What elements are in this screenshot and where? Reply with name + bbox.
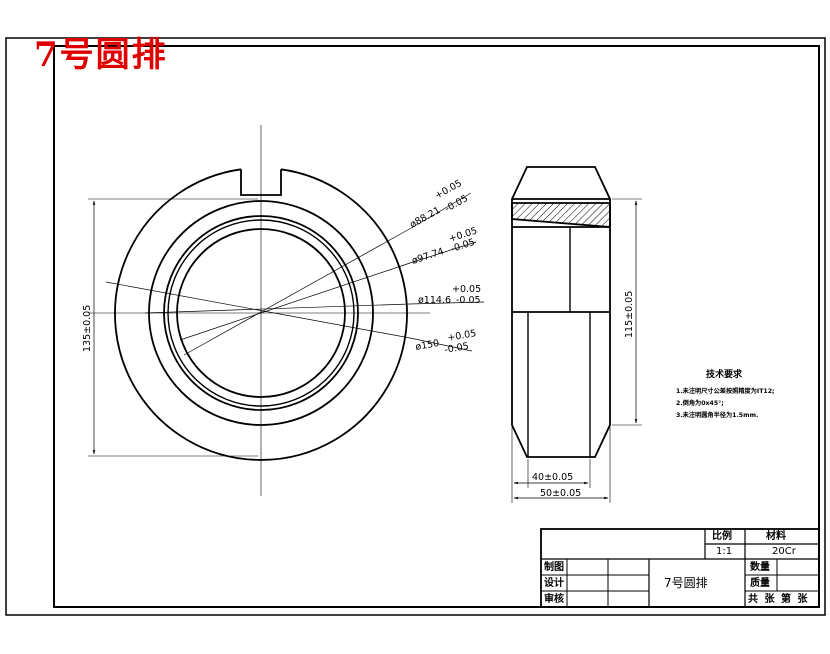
- leader-ø97.74: [179, 262, 411, 341]
- sheets-label: 共 张 第 张: [748, 594, 808, 605]
- part-name: 7号圆排: [664, 576, 708, 590]
- dim-ø97.74: ø97.74: [411, 246, 446, 267]
- leader-ø150-ext: [409, 337, 473, 352]
- material-label: 材料: [766, 531, 786, 542]
- drawn-label: 制图: [544, 562, 564, 573]
- weight-label: 质量: [750, 578, 770, 589]
- dim-width-40: 40±0.05: [532, 472, 573, 483]
- tech-requirements-title: 技术要求: [706, 370, 743, 380]
- leader-ø114.6-ext: [409, 301, 485, 305]
- circle-ø97.74: [163, 215, 359, 411]
- leader-ø114.6: [144, 303, 411, 314]
- dim-ø150-upper: +0.05: [447, 328, 478, 344]
- keyway-notch: [240, 169, 282, 196]
- side-view: [511, 166, 611, 458]
- scale-label: 比例: [712, 531, 732, 542]
- leader-ø150: [105, 281, 411, 339]
- dim-ø150: ø150: [415, 338, 440, 353]
- quantity-label: 数量: [750, 562, 770, 573]
- dim-ø114.6: ø114.6: [418, 295, 451, 306]
- dim-ø150-lower: -0.05: [444, 341, 470, 356]
- outer-frame: [5, 37, 826, 616]
- scale-value: 1:1: [716, 546, 733, 557]
- dim-ø114.6-upper: +0.05: [452, 284, 481, 295]
- leader-ø88.21: [183, 226, 414, 356]
- tech-item-3: 3.未注明圆角半径为1.5mm.: [676, 412, 759, 419]
- leader-ø88.21-ext: [412, 192, 472, 228]
- tech-requirements: 技术要求 1.未注明尺寸公差按照精度为IT12; 2.倒角为0x45°; 3.未…: [676, 367, 806, 422]
- circle-ø88.21: [176, 228, 346, 398]
- review-label: 审核: [544, 594, 564, 605]
- design-label: 设计: [544, 578, 564, 589]
- drawing-title: 7号圆排: [34, 35, 168, 75]
- side-outline: [511, 166, 611, 458]
- title-block: [540, 528, 820, 608]
- dim-ø114.6-lower: -0.05: [456, 295, 481, 306]
- circle-ø97.74-inner: [167, 219, 355, 407]
- side-dimensions: [511, 198, 642, 503]
- dim-ø88.21: ø88.21: [408, 205, 442, 231]
- front-view: [88, 125, 485, 496]
- hatched-section: [511, 202, 611, 228]
- dim-height-135: 135±0.05: [82, 305, 93, 352]
- tech-item-2: 2.倒角为0x45°;: [676, 400, 724, 407]
- leader-ø97.74-ext: [409, 241, 477, 264]
- dim-width-50: 50±0.05: [540, 488, 581, 499]
- tech-item-1: 1.未注明尺寸公差按照精度为IT12;: [676, 388, 775, 395]
- outer-circle-ø150: [114, 168, 408, 461]
- dim-height-115: 115±0.05: [624, 291, 635, 338]
- material-value: 20Cr: [772, 546, 796, 557]
- inner-frame: [53, 45, 820, 608]
